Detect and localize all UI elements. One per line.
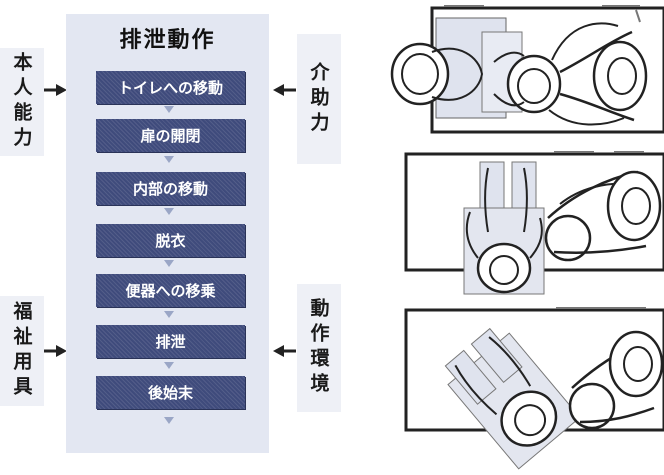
self-ability-text: 本人能力	[10, 52, 33, 152]
chevron-down-icon	[164, 156, 174, 163]
care-text: 介助力	[307, 61, 330, 137]
chevron-down-icon	[164, 311, 174, 318]
welfare-tools-label: 福祉用具	[0, 296, 44, 406]
environment-text: 動作環境	[307, 298, 330, 398]
arrow-left-icon	[273, 84, 296, 96]
flow-step-move-inside: 内部の移動	[96, 172, 245, 205]
self-ability-label: 本人能力	[0, 48, 44, 156]
care-label: 介助力	[297, 34, 341, 164]
toilet-caregiver-scene-bottom	[404, 307, 664, 470]
flow-step-door: 扉の開閉	[96, 119, 245, 152]
toilet-caregiver-scene-top	[390, 5, 664, 134]
flow-step-transfer: 便器への移乗	[96, 274, 245, 307]
flow-step-excretion: 排泄	[96, 325, 245, 358]
flow-step-undress: 脱衣	[96, 224, 245, 257]
welfare-tools-text: 福祉用具	[10, 301, 33, 401]
flow-step-cleanup: 後始末	[96, 376, 245, 409]
chevron-down-icon	[164, 417, 174, 424]
chevron-down-icon	[164, 106, 174, 113]
toilet-flow-panel: 排泄動作 トイレへの移動 扉の開閉 内部の移動 脱衣 便器への移乗 排泄 後始末	[66, 14, 269, 453]
flow-title: 排泄動作	[119, 28, 216, 53]
toilet-caregiver-scene-middle	[404, 151, 664, 295]
chevron-down-icon	[164, 260, 174, 267]
arrow-right-icon	[44, 84, 67, 96]
environment-label: 動作環境	[297, 284, 341, 412]
arrow-left-icon	[273, 345, 296, 357]
flow-step-move-to-toilet: トイレへの移動	[96, 71, 245, 104]
chevron-down-icon	[164, 208, 174, 215]
arrow-right-icon	[44, 345, 67, 357]
chevron-down-icon	[164, 362, 174, 369]
